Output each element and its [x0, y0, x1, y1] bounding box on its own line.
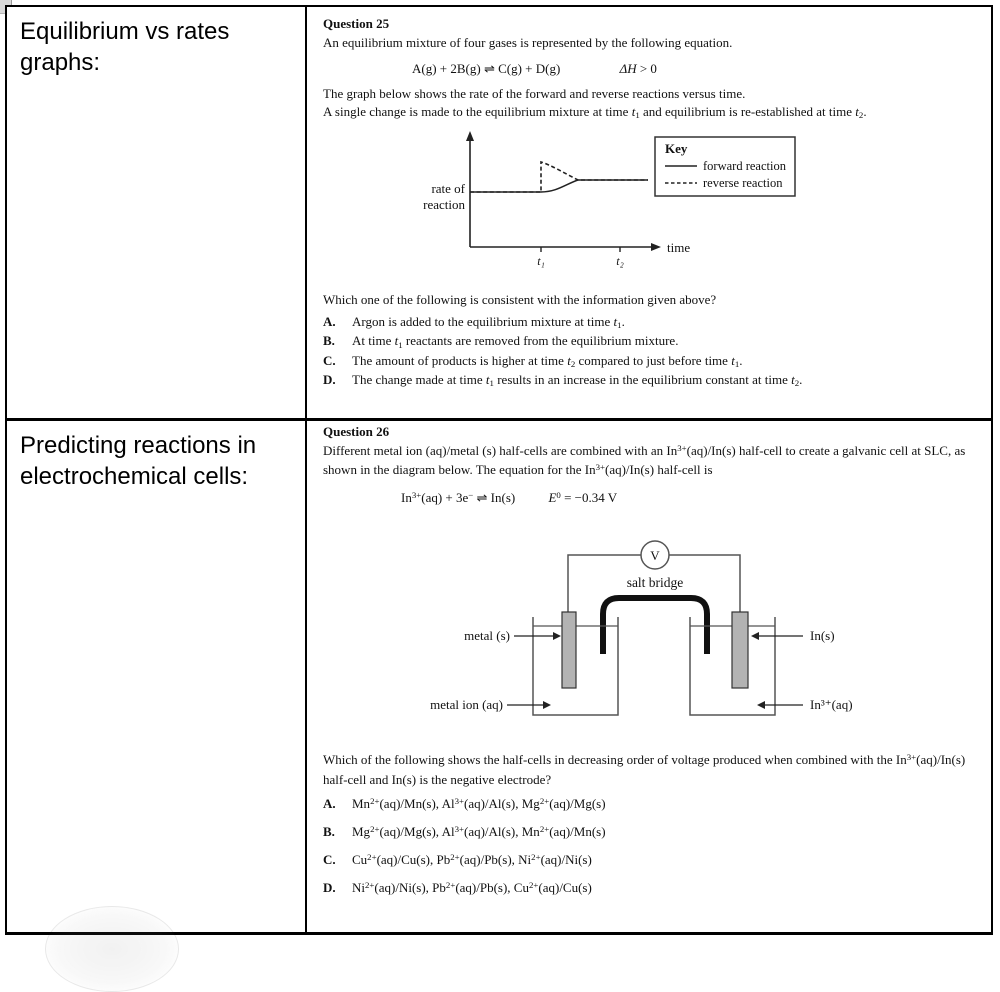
label-metal-ion: metal ion (aq) [430, 697, 503, 712]
option-text: The amount of products is higher at time… [352, 352, 743, 370]
salt-bridge [600, 595, 710, 654]
option-text: At time t1 reactants are removed from th… [352, 333, 679, 350]
question-25-title: Question 25 [323, 16, 390, 31]
y-axis-label-line1: rate of [431, 181, 465, 196]
option-letter: D. [323, 371, 336, 387]
option-row-a: A. Argon is added to the equilibrium mix… [323, 313, 975, 332]
option-text: Argon is added to the equilibrium mixtur… [352, 314, 625, 331]
enthalpy-condition: ΔH > 0 [619, 61, 657, 76]
label-metal-s: metal (s) [464, 628, 510, 643]
topic-cell-equilibrium: Equilibrium vs rates graphs: [7, 7, 307, 421]
topic-cell-electrochemical: Predicting reactions in electrochemical … [7, 421, 307, 932]
chemical-equation: A(g) + 2B(g) ⇌ C(g) + D(g) [412, 61, 561, 76]
question-26-cell: Question 26 Different metal ion (aq)/met… [307, 421, 991, 932]
question-25-cell: Question 25 An equilibrium mixture of fo… [307, 7, 991, 421]
standard-potential: E0 = −0.34 V [548, 489, 618, 505]
question-26-stem: Which of the following shows the half-ce… [323, 752, 966, 787]
forward-reaction-curve [470, 178, 648, 193]
wire-left [567, 554, 641, 614]
option-text: Mg2+(aq)/Mg(s), Al3+(aq)/Al(s), Mn2+(aq)… [352, 824, 606, 839]
option-row-d: D. Ni2+(aq)/Ni(s), Pb2+(aq)/Pb(s), Cu2+(… [323, 879, 975, 898]
question-25-stem: Which one of the following is consistent… [323, 291, 717, 307]
right-electrode [731, 611, 749, 689]
x-axis-label: time [667, 240, 690, 255]
key-reverse-label: reverse reaction [703, 176, 783, 190]
y-axis-label-line2: reaction [423, 197, 465, 212]
option-letter: C. [323, 352, 336, 368]
arrow-metal-ion-head-icon [543, 701, 551, 709]
topics-table: Equilibrium vs rates graphs: Question 25… [5, 5, 993, 935]
right-beaker [689, 617, 776, 716]
y-axis-arrow-icon [466, 130, 474, 141]
left-beaker [532, 617, 619, 716]
salt-bridge-label: salt bridge [627, 575, 684, 590]
question-26-equation-row: In3+(aq) + 3e− ⇌ In(s) E0 = −0.34 V [323, 489, 975, 509]
half-cell-equation: In3+(aq) + 3e− ⇌ In(s) [401, 489, 516, 505]
tick-label-t1: t₁ [537, 254, 545, 268]
question-25-graph-desc-1: The graph below shows the rate of the fo… [323, 85, 746, 101]
rate-time-graph: rate of reaction time t₁ t₂ Key forward … [423, 130, 796, 268]
reverse-reaction-curve [470, 160, 648, 193]
label-in-ion: In³⁺(aq) [810, 697, 853, 712]
voltmeter-label: V [650, 548, 660, 563]
arrow-in-s-head-icon [751, 632, 759, 640]
x-axis-arrow-icon [651, 242, 661, 251]
option-text: The change made at time t1 results in an… [352, 371, 803, 389]
key-title: Key [665, 141, 688, 156]
option-letter: B. [323, 333, 335, 349]
left-electrode [561, 611, 577, 689]
label-in-s: In(s) [810, 628, 835, 643]
question-26-options: A. Mn2+(aq)/Mn(s), Al3+(aq)/Al(s), Mg2+(… [323, 795, 975, 898]
option-row-a: A. Mn2+(aq)/Mn(s), Al3+(aq)/Al(s), Mg2+(… [323, 795, 975, 814]
voltmeter [640, 540, 670, 570]
arrow-in-ion-head-icon [757, 701, 765, 709]
option-letter: A. [323, 314, 336, 329]
question-25-graph-desc-2: A single change is made to the equilibri… [323, 104, 867, 121]
option-letter: C. [323, 852, 336, 867]
tick-label-t2: t₂ [616, 254, 624, 268]
option-row-c: C. The amount of products is higher at t… [323, 352, 975, 371]
option-text: Cu2+(aq)/Cu(s), Pb2+(aq)/Pb(s), Ni2+(aq)… [352, 852, 592, 867]
question-26-intro: Different metal ion (aq)/metal (s) half-… [323, 442, 966, 478]
question-25-equation-row: A(g) + 2B(g) ⇌ C(g) + D(g) ΔH > 0 [323, 60, 975, 79]
option-row-b: B. Mg2+(aq)/Mg(s), Al3+(aq)/Al(s), Mn2+(… [323, 823, 975, 842]
topic-label-electrochemical: Predicting reactions in electrochemical … [20, 432, 257, 490]
arrow-metal-s-head-icon [553, 632, 561, 640]
question-26-title: Question 26 [323, 424, 390, 439]
option-row-b: B. At time t1 reactants are removed from… [323, 332, 975, 351]
option-letter: D. [323, 880, 336, 895]
option-row-c: C. Cu2+(aq)/Cu(s), Pb2+(aq)/Pb(s), Ni2+(… [323, 851, 975, 870]
option-text: Mn2+(aq)/Mn(s), Al3+(aq)/Al(s), Mg2+(aq)… [352, 796, 606, 811]
option-letter: A. [323, 796, 336, 811]
topic-label-equilibrium: Equilibrium vs rates graphs: [20, 18, 230, 76]
option-text: Ni2+(aq)/Ni(s), Pb2+(aq)/Pb(s), Cu2+(aq)… [352, 880, 592, 895]
question-25-intro: An equilibrium mixture of four gases is … [323, 34, 733, 50]
option-row-d: D. The change made at time t1 results in… [323, 371, 975, 390]
wire-right [669, 554, 741, 614]
galvanic-cell-diagram: V salt bridge metal (s) metal ion (aq) I… [430, 540, 853, 716]
option-letter: B. [323, 824, 335, 839]
question-25-options: A. Argon is added to the equilibrium mix… [323, 313, 975, 390]
key-forward-label: forward reaction [703, 159, 787, 173]
